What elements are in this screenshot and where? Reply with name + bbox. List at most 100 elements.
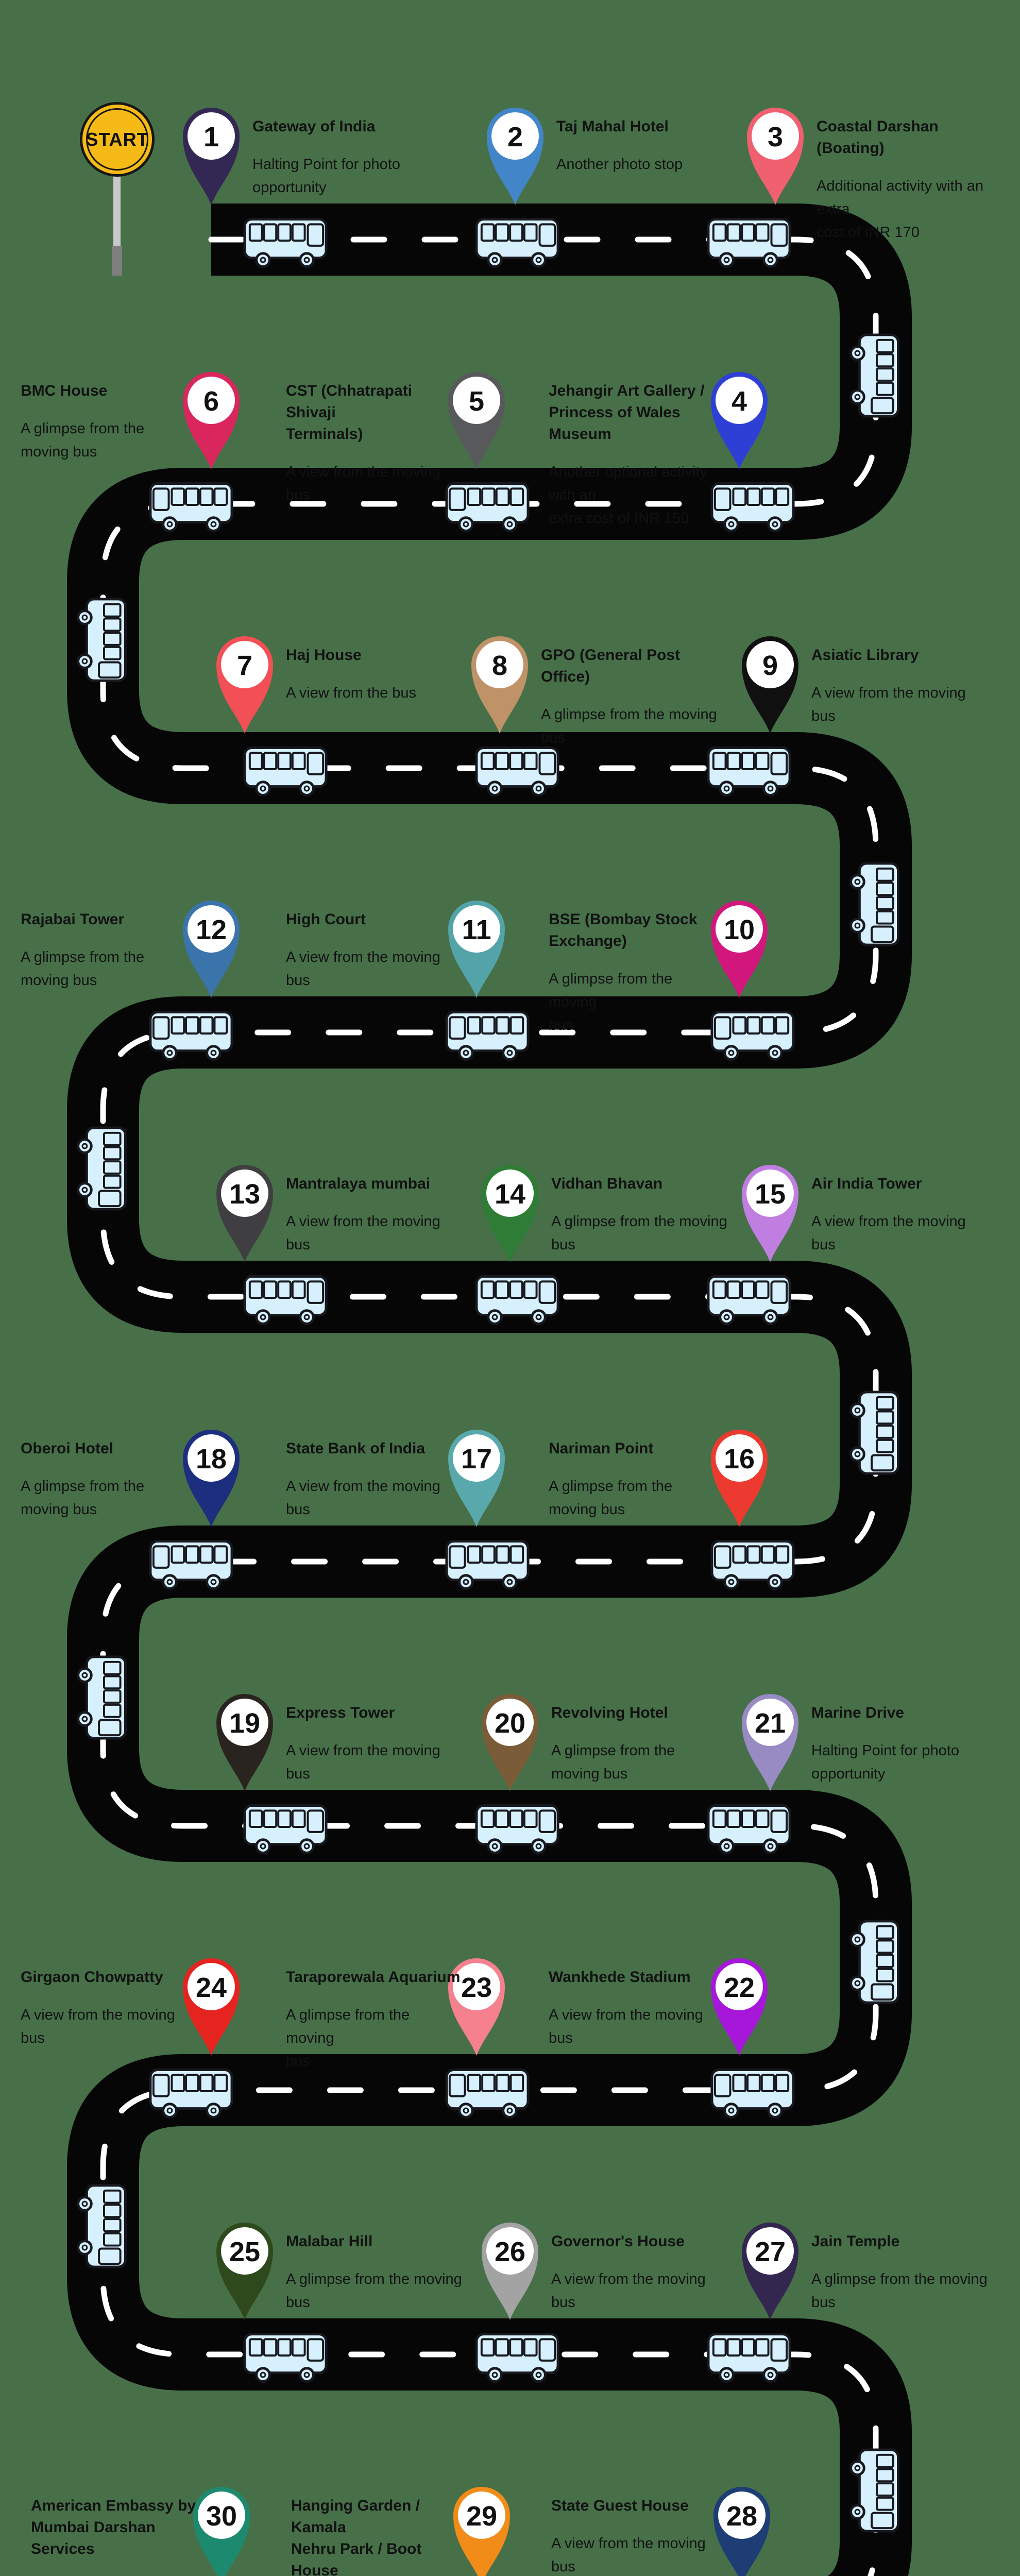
bus-icon (474, 743, 561, 797)
stop-pin-7: 7 (211, 632, 278, 735)
stop-title: Haj House (286, 647, 362, 664)
stop-number: 17 (461, 1444, 492, 1475)
bus-icon-vertical (832, 1919, 919, 2004)
stop-pin-28: 28 (708, 2482, 775, 2576)
bus-icon-vertical (60, 1126, 146, 1211)
stop-number: 9 (762, 650, 778, 681)
stop-pin-18: 18 (178, 1425, 245, 1528)
bus-icon (444, 2065, 530, 2119)
stop-label-1: Gateway of India Halting Point for photo… (252, 116, 433, 199)
stop-title: Oberoi Hotel (21, 1440, 114, 1457)
bus-icon (243, 215, 329, 268)
bus-icon-vertical (832, 1391, 919, 1475)
stop-number: 14 (495, 1179, 525, 1210)
bus-icon (474, 1272, 561, 1326)
bus-icon (243, 1801, 329, 1855)
stop-number: 10 (724, 914, 755, 945)
stop-title: GPO (General Post Office) (541, 647, 681, 685)
stop-pin-10: 10 (706, 896, 773, 999)
stop-pin-29: 29 (448, 2482, 515, 2576)
stop-description: A glimpse from the moving bus (21, 1478, 145, 1518)
stop-description: A glimpse from the moving bus (286, 2007, 410, 2070)
bus-icon (243, 2330, 329, 2383)
stop-description: A view from the bus (286, 685, 417, 701)
stop-label-8: GPO (General Post Office) A glimpse from… (541, 645, 721, 750)
bus-icon-vertical (832, 2448, 919, 2533)
stop-description: Halting Point for photo opportunity (252, 156, 400, 196)
stop-pin-9: 9 (737, 632, 804, 735)
stop-description: A glimpse from the moving bus (551, 1213, 727, 1253)
stop-description: A view from the moving bus (286, 464, 440, 503)
stop-description: A glimpse from the moving bus (549, 971, 673, 1033)
stop-pin-8: 8 (466, 632, 533, 735)
stop-number: 15 (755, 1179, 786, 1210)
stop-pin-17: 17 (443, 1425, 510, 1528)
bus-icon (706, 1801, 793, 1855)
start-sign-label: START (86, 128, 149, 150)
stop-title: Governor's House (551, 2233, 685, 2250)
stop-description: Another optional activity with an extra … (549, 464, 707, 527)
stop-title: Coastal Darshan (Boating) (817, 118, 939, 157)
stop-pin-21: 21 (737, 1689, 804, 1792)
stop-title: Girgaon Chowpatty (21, 1969, 163, 1986)
stop-label-3: Coastal Darshan (Boating) Additional act… (817, 116, 997, 244)
stop-description: Halting Point for photo opportunity (811, 1742, 959, 1782)
stop-description: A view from the moving bus (286, 1213, 440, 1253)
stop-label-7: Haj House A view from the bus (286, 645, 466, 705)
stop-title: Malabar Hill (286, 2233, 373, 2250)
stop-label-27: Jain Temple A glimpse from the moving bu… (811, 2231, 992, 2314)
stop-description: A view from the moving bus (811, 685, 966, 724)
stop-pin-15: 15 (737, 1160, 804, 1263)
bus-icon (709, 479, 795, 533)
stop-pin-4: 4 (706, 367, 773, 470)
stop-description: A glimpse from the moving bus (549, 1478, 673, 1518)
stop-number: 8 (492, 650, 507, 681)
bus-icon (706, 215, 793, 268)
stop-number: 18 (196, 1444, 227, 1475)
stop-description: A view from the moving bus (286, 1478, 440, 1518)
stop-title: Air India Tower (811, 1175, 922, 1192)
stop-pin-22: 22 (706, 1954, 773, 2057)
stop-label-22: Wankhede Stadium A view from the moving … (549, 1967, 724, 2050)
stop-pin-12: 12 (178, 896, 245, 999)
stop-title: Wankhede Stadium (549, 1969, 691, 1986)
stop-number: 2 (507, 122, 523, 152)
bus-icon-vertical (832, 333, 919, 418)
stop-title: Marine Drive (811, 1704, 905, 1721)
bus-icon (474, 215, 561, 268)
stop-pin-25: 25 (211, 2218, 278, 2321)
stop-number: 24 (196, 1972, 227, 2003)
stop-pin-24: 24 (178, 1954, 245, 2057)
stop-title: Taraporewala Aquarium (286, 1969, 461, 1986)
stop-title: Gateway of India (252, 118, 376, 135)
stop-label-23: Taraporewala Aquarium A glimpse from the… (286, 1967, 461, 2073)
stop-pin-3: 3 (742, 103, 809, 206)
stop-pin-11: 11 (443, 896, 510, 999)
stop-number: 3 (768, 122, 783, 152)
stop-label-21: Marine Drive Halting Point for photo opp… (811, 1702, 992, 1786)
stop-number: 11 (462, 914, 491, 945)
stop-label-24: Girgaon Chowpatty A view from the moving… (21, 1967, 196, 2050)
bus-icon (147, 1537, 234, 1590)
stop-title: BSE (Bombay Stock Exchange) (549, 911, 698, 950)
stop-description: A view from the moving bus (21, 2007, 175, 2046)
stop-number: 7 (237, 650, 252, 681)
bus-icon (709, 1537, 795, 1590)
stop-description: Additional activity with an extra cost o… (817, 178, 983, 241)
bus-icon (147, 2065, 234, 2119)
bus-icon (444, 1537, 530, 1590)
stop-title: Revolving Hotel (551, 1704, 668, 1721)
stop-pin-27: 27 (737, 2218, 804, 2321)
stop-number: 22 (724, 1972, 755, 2003)
stop-label-13: Mantralaya mumbai A view from the moving… (286, 1173, 466, 1257)
stop-number: 12 (196, 914, 227, 945)
bus-icon-vertical (60, 1655, 146, 1740)
stop-title: Jehangir Art Gallery / Princess of Wales… (549, 382, 705, 443)
stop-pin-19: 19 (211, 1689, 278, 1792)
stop-title: Express Tower (286, 1704, 395, 1721)
stop-pin-20: 20 (477, 1689, 543, 1792)
bus-icon (444, 1008, 530, 1061)
stop-number: 16 (724, 1444, 755, 1475)
